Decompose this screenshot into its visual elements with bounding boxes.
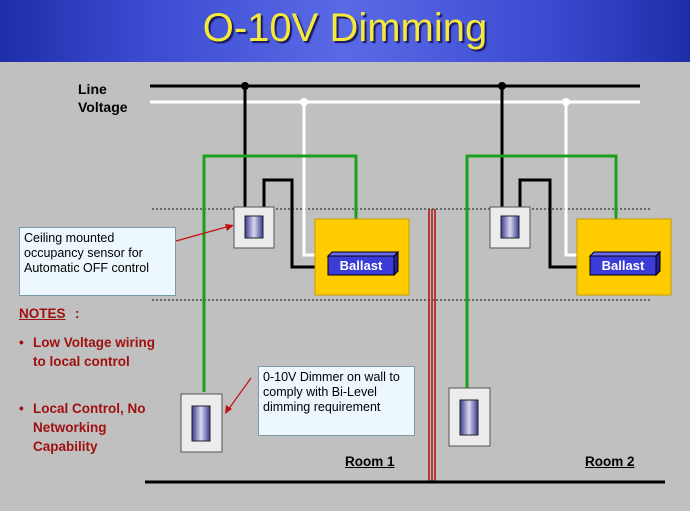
- dimmer-arrowhead: [225, 405, 232, 414]
- room1-ballast-box: [326, 250, 400, 277]
- room2-switched-black: [518, 178, 590, 269]
- note-item: • Low Voltage wiring to local control: [19, 333, 159, 393]
- room1-white-junction: [300, 98, 308, 106]
- room2-white-junction: [562, 98, 570, 106]
- room2-green-wire: [465, 154, 618, 388]
- notes-colon: :: [75, 306, 80, 321]
- sensor-callout-arrow: [175, 225, 231, 242]
- room1-wall-dimmer: [180, 393, 223, 453]
- title-bar: [0, 0, 690, 62]
- note-bullet: •: [19, 335, 24, 350]
- slide-title: O-10V Dimming: [202, 6, 488, 50]
- note-text: Local Control, No Networking Capability: [33, 401, 146, 454]
- room2-occupancy-sensor: [489, 206, 531, 249]
- sensor-arrowhead: [225, 224, 234, 231]
- room1-ballast-label: Ballast: [339, 258, 383, 273]
- line-voltage-label: Line Voltage: [78, 81, 128, 115]
- note-item: • Local Control, No Networking Capabilit…: [19, 399, 159, 459]
- note-bullet: •: [19, 401, 24, 416]
- notes-title: NOTES: [19, 306, 66, 321]
- room1-green-wire: [202, 154, 358, 392]
- room2-wall-dimmer: [448, 387, 491, 447]
- room-2-label: Room 2: [585, 454, 635, 469]
- room1-occupancy-sensor: [233, 206, 275, 249]
- dimmer-callout: 0-10V Dimmer on wall to comply with Bi-L…: [258, 366, 415, 436]
- room1-black-junction: [241, 82, 249, 90]
- room-1-label: Room 1: [345, 454, 395, 469]
- room1-switched-black: [262, 178, 328, 269]
- note-text: Low Voltage wiring to local control: [33, 335, 156, 369]
- sensor-callout: Ceiling mounted occupancy sensor for Aut…: [19, 227, 176, 296]
- dimmer-callout-arrow: [227, 377, 252, 411]
- room2-ballast-box: [588, 250, 662, 277]
- room2-black-junction: [498, 82, 506, 90]
- room2-ballast-label: Ballast: [601, 258, 645, 273]
